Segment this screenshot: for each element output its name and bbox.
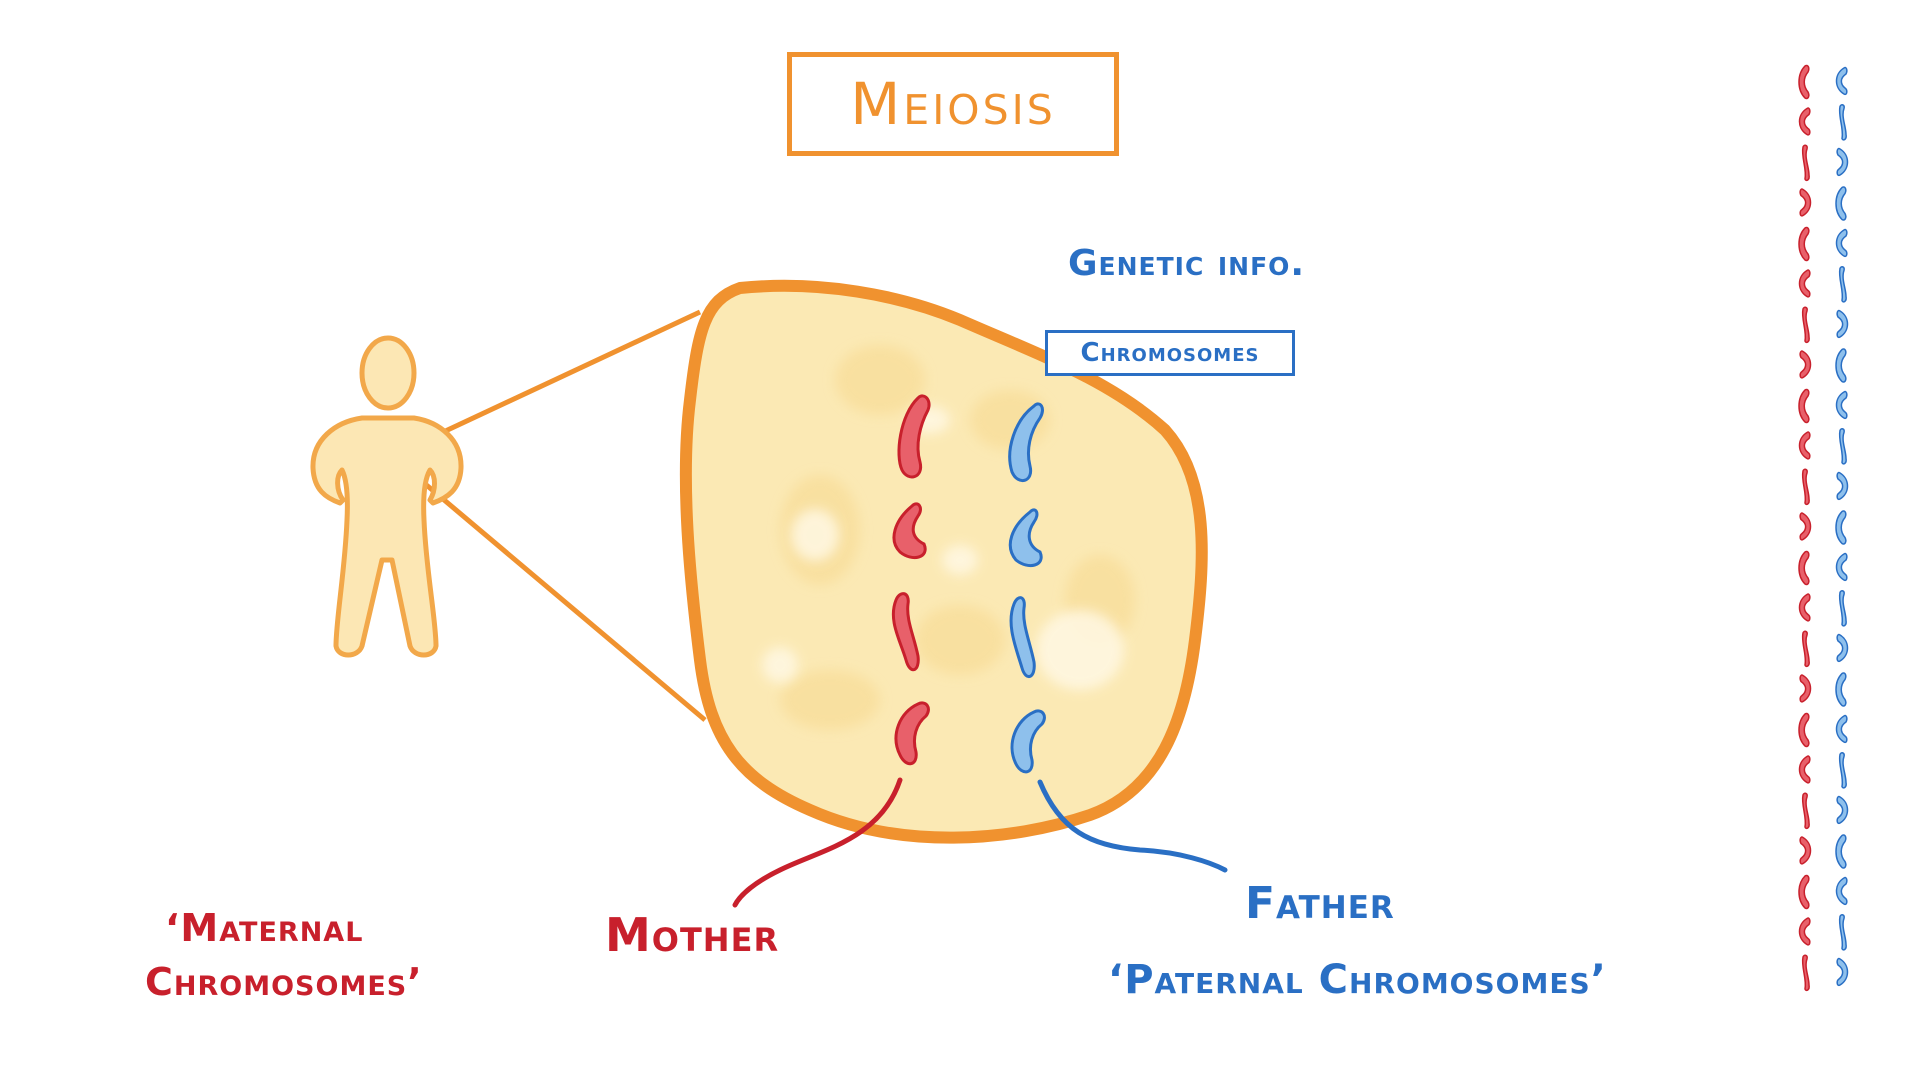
strip-maternal-chromosome: [1799, 674, 1812, 703]
strip-paternal-chromosome: [1835, 834, 1847, 869]
maternal-chromosome-3: [891, 592, 920, 672]
strip-paternal-chromosome: [1836, 147, 1849, 177]
strip-maternal-chromosome: [1798, 431, 1811, 460]
strip-maternal-chromosome: [1798, 755, 1811, 784]
page-title: Meiosis: [850, 70, 1056, 138]
strip-paternal-chromosome: [1838, 752, 1847, 789]
strip-maternal-chromosome: [1801, 144, 1810, 182]
strip-paternal-chromosome: [1836, 957, 1849, 987]
maternal-line2-label: Chromosomes’: [145, 960, 423, 1004]
strip-paternal-chromosome: [1835, 348, 1847, 383]
strip-maternal-chromosome: [1798, 64, 1810, 100]
strip-maternal-chromosome: [1798, 712, 1810, 748]
maternal-chromosome-1: [897, 394, 931, 479]
strip-paternal-chromosome: [1838, 914, 1847, 951]
paternal-chromosome-4: [1010, 709, 1046, 774]
strip-maternal-chromosome: [1799, 836, 1812, 865]
strip-maternal-chromosome: [1801, 306, 1810, 344]
cell: [679, 279, 1208, 844]
human-figure-icon: [310, 335, 464, 658]
zoom-lines: [390, 309, 707, 722]
chromosomes-label: Chromosomes: [1080, 338, 1260, 368]
strip-maternal-chromosome: [1801, 630, 1810, 668]
strip-maternal-chromosome: [1798, 874, 1810, 910]
strip-maternal-chromosome: [1801, 954, 1810, 992]
strip-maternal-chromosome: [1798, 107, 1811, 136]
title-box: Meiosis: [787, 52, 1119, 156]
genetic-info-label: Genetic info.: [1068, 243, 1306, 284]
strip-maternal-chromosome: [1798, 226, 1810, 262]
maternal-chromosome-4: [894, 701, 930, 766]
strip-maternal-chromosome: [1798, 917, 1811, 946]
strip-paternal-chromosome: [1835, 714, 1848, 744]
strip-paternal-chromosome: [1836, 795, 1849, 825]
maternal-chromosomes: [891, 394, 931, 766]
strip-maternal-chromosome: [1798, 269, 1811, 298]
strip-paternal-chromosome: [1835, 186, 1847, 221]
strip-maternal-chromosome: [1799, 188, 1812, 217]
paternal-chromosome-1: [1008, 402, 1044, 482]
strip-paternal-chromosome: [1838, 266, 1847, 303]
strip-maternal-chromosome: [1798, 388, 1810, 424]
paternal-chromosome-3: [1009, 596, 1036, 678]
father-label: Father: [1245, 878, 1395, 929]
strip-paternal-chromosome: [1835, 876, 1848, 906]
paternal-chromosomes: [1008, 402, 1046, 774]
mother-pointer-line: [732, 777, 903, 908]
strip-paternal-chromosome: [1838, 428, 1847, 465]
strip-paternal-chromosome: [1838, 104, 1847, 141]
strip-maternal-chromosome: [1799, 512, 1812, 541]
strip-paternal-chromosome: [1836, 471, 1849, 501]
strip-paternal-chromosome: [1835, 228, 1848, 258]
strip-paternal-chromosome: [1836, 633, 1849, 663]
paternal-chromosome-2: [1008, 508, 1043, 568]
strip-maternal-chromosome: [1801, 468, 1810, 506]
strip-maternal-chromosome: [1799, 350, 1812, 379]
chromosomes-box: Chromosomes: [1045, 330, 1295, 376]
strip-paternal-chromosome: [1835, 510, 1847, 545]
strip-paternal-chromosome: [1835, 672, 1847, 707]
strip-paternal-chromosome: [1836, 309, 1849, 339]
strip-paternal-chromosome: [1835, 552, 1848, 582]
strip-maternal-column: [1798, 64, 1812, 992]
paternal-chromosomes-label: ‘Paternal Chromosomes’: [1108, 957, 1607, 1003]
mother-label: Mother: [605, 908, 780, 962]
maternal-line1-label: ‘Maternal: [165, 906, 364, 950]
chromosome-strip: [1798, 64, 1849, 992]
strip-paternal-chromosome: [1838, 590, 1847, 627]
strip-paternal-chromosome: [1835, 66, 1848, 96]
strip-paternal-column: [1835, 66, 1849, 987]
strip-maternal-chromosome: [1801, 792, 1810, 830]
strip-paternal-chromosome: [1835, 390, 1848, 420]
father-pointer-line: [1037, 779, 1228, 873]
strip-maternal-chromosome: [1798, 550, 1810, 586]
maternal-chromosome-2: [892, 502, 927, 560]
strip-maternal-chromosome: [1798, 593, 1811, 622]
